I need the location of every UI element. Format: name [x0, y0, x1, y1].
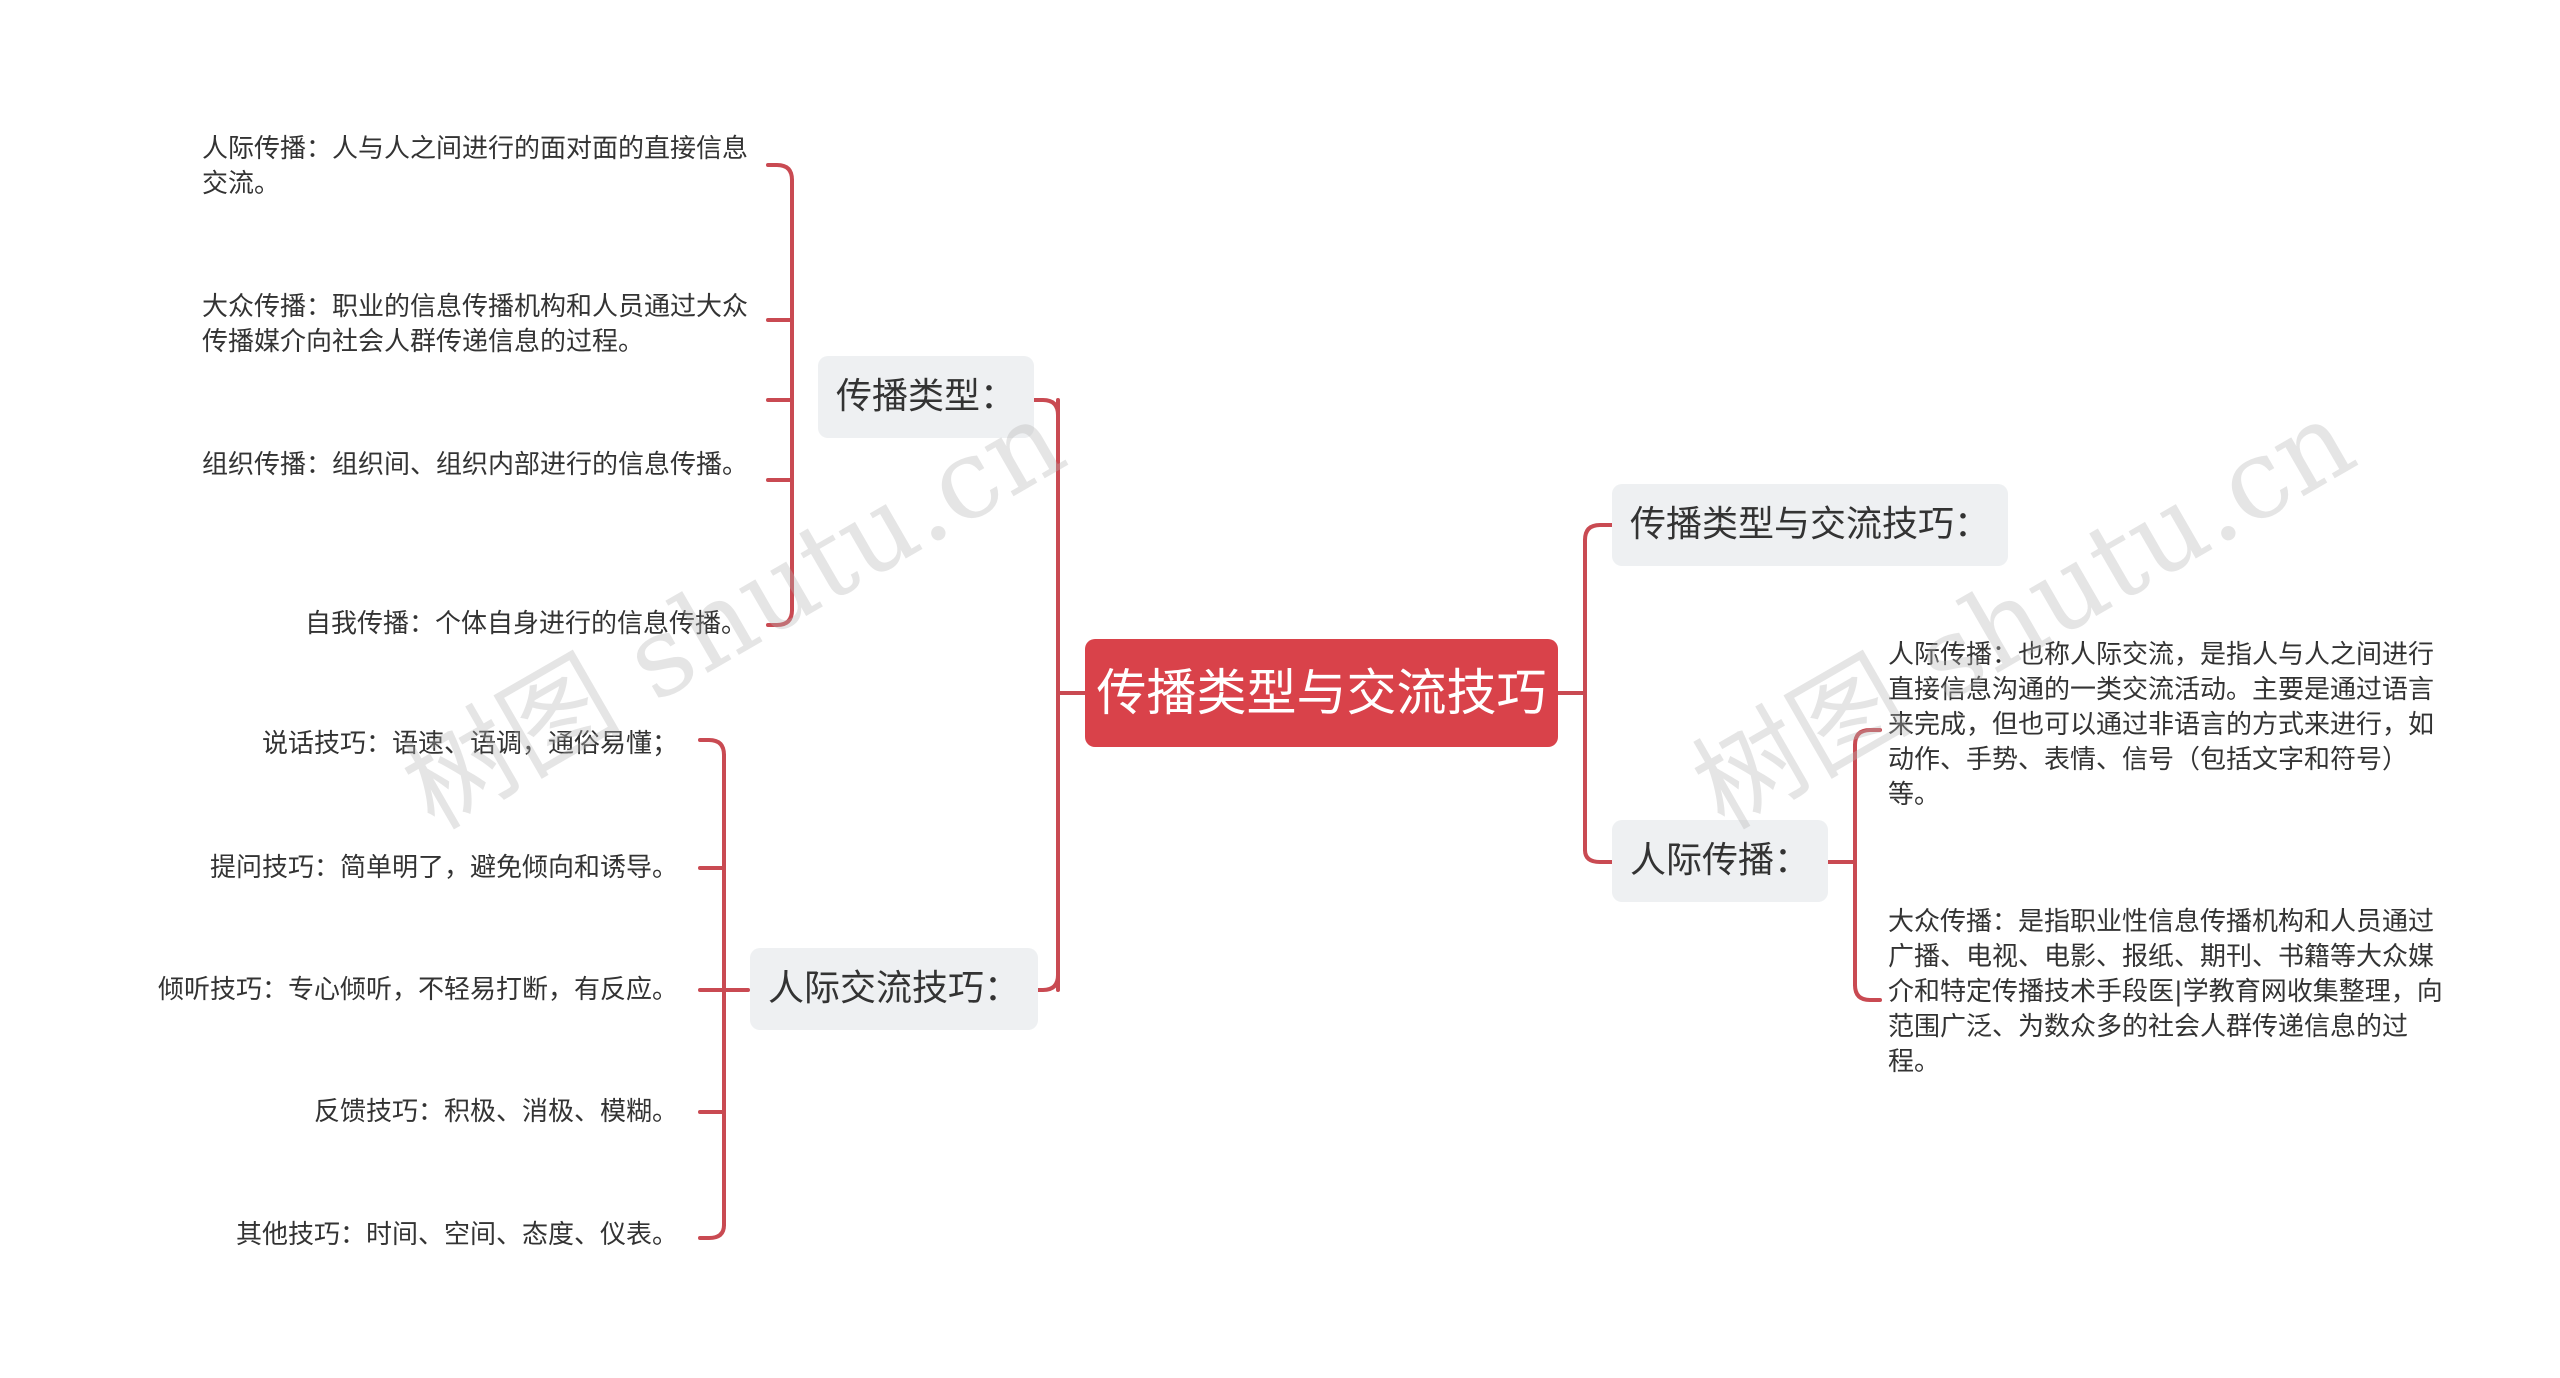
leaf-listening[interactable]: 倾听技巧：专心倾听，不轻易打断，有反应。 [157, 975, 678, 1005]
connector-branch-types [1026, 398, 1060, 417]
leaf-feedback[interactable]: 反馈技巧：积极、消极、模糊。 [313, 1097, 678, 1127]
leaf-speaking[interactable]: 说话技巧：语速、语调，通俗易懂； [261, 729, 678, 759]
leaf-organizational[interactable]: 组织传播：组织间、组织内部进行的信息传播。 [202, 450, 749, 480]
leaf-self[interactable]: 自我传播：个体自身进行的信息传播。 [304, 609, 747, 639]
leaf-questioning[interactable]: 提问技巧：简单明了，避免倾向和诱导。 [209, 853, 678, 883]
leaf-mass-definition[interactable]: 大众传播：是指职业性信息传播机构和人员通过广播、电视、电影、报纸、期刊、书籍等大… [1888, 907, 2443, 1077]
branch-interpersonal-communication[interactable]: 人际传播： [1612, 820, 1829, 902]
root-node[interactable]: 传播类型与交流技巧 [1085, 639, 1558, 747]
leaf-interpersonal-definition[interactable]: 人际传播：也称人际交流，是指人与人之间进行直接信息沟通的一类交流活动。主要是通过… [1888, 640, 2435, 810]
connector-branch-skills [1026, 973, 1060, 992]
branch-communication-types[interactable]: 传播类型： [818, 356, 1035, 438]
branch-types-and-skills[interactable]: 传播类型与交流技巧： [1612, 484, 2009, 566]
branch-interpersonal-skills[interactable]: 人际交流技巧： [750, 948, 1039, 1030]
leaf-mass[interactable]: 大众传播：职业的信息传播机构和人员通过大众传播媒介向社会人群传递信息的过程。 [202, 292, 749, 357]
leaf-other[interactable]: 其他技巧：时间、空间、态度、仪表。 [235, 1220, 678, 1250]
leaf-interpersonal[interactable]: 人际传播：人与人之间进行的面对面的直接信息交流。 [202, 134, 749, 199]
